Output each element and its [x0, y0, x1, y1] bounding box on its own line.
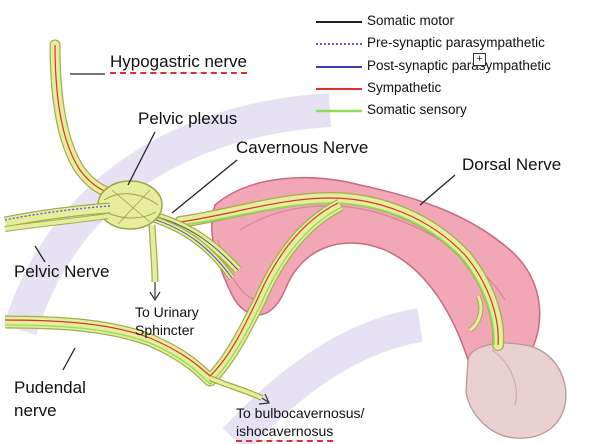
label-pelvic-plexus: Pelvic plexus	[138, 110, 237, 129]
label-pelvic-nerve: Pelvic Nerve	[14, 263, 109, 282]
legend-somatic-motor: Somatic motor	[367, 14, 454, 29]
legend-sympathetic: Sympathetic	[367, 81, 441, 96]
legend-post-synaptic: Post-synaptic parasympathetic	[367, 59, 551, 74]
legend-pre-synaptic: Pre-synaptic parasympathetic	[367, 36, 545, 51]
plus-square-icon[interactable]: +	[473, 53, 486, 66]
label-bulbo-text2: ishocavernosus	[236, 423, 333, 442]
label-bulbo-text1: To bulbocavernosus/	[236, 405, 364, 421]
label-cavernous-nerve: Cavernous Nerve	[236, 139, 368, 158]
label-bulbo-line2: ishocavernosus	[236, 424, 333, 439]
label-pudendal-line2: nerve	[14, 402, 57, 421]
label-hypogastric-text: Hypogastric nerve	[110, 52, 247, 74]
glans	[466, 343, 566, 438]
label-urinary-line1: To Urinary	[135, 305, 199, 320]
label-dorsal-nerve: Dorsal Nerve	[462, 156, 561, 175]
urinary-branch	[150, 225, 160, 300]
label-hypogastric-nerve: Hypogastric nerve	[110, 53, 247, 72]
label-urinary-line2: Sphincter	[135, 323, 194, 338]
label-pudendal-line1: Pudendal	[14, 379, 86, 398]
legend-somatic-sensory: Somatic sensory	[367, 103, 467, 118]
label-bulbo-line1: To bulbocavernosus/	[236, 406, 364, 421]
